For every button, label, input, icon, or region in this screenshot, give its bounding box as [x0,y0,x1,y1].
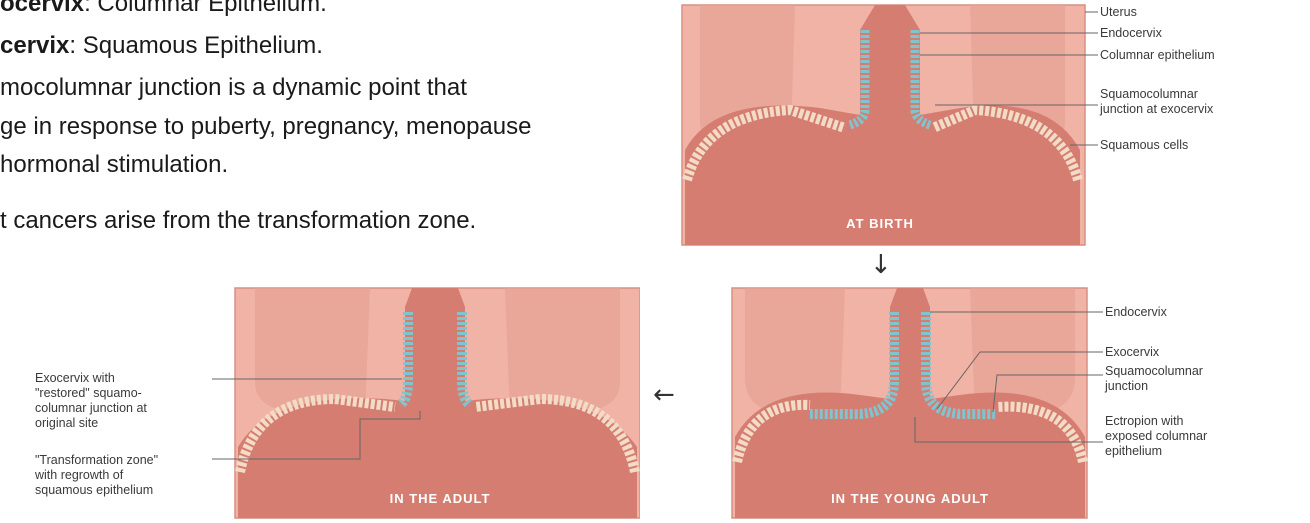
annotation-exposed-columnar: exposed columnar [1105,429,1207,443]
annotation-ectropion: Ectropion with [1105,414,1184,428]
panel-young-adult: Endocervix IN THE YOUNG ADULT Endocervix… [675,287,1310,523]
text-line-4: ge in response to puberty, pregnancy, me… [0,113,531,141]
panel-at-birth: AT BIRTH Uterus Endocervix Columnar epit… [675,0,1310,250]
annotation-exocervix: Exocervix [1105,345,1160,359]
panel-adult: IN THE ADULT Exocervix with "restored" s… [30,287,640,523]
arrow-down-icon: ↓ [870,250,892,280]
annotation-junction: junction [1104,379,1148,393]
annotation-squamocolumnar: Squamocolumnar [1100,87,1198,101]
panel-label-young-adult: IN THE YOUNG ADULT [831,491,989,506]
annotation-epithelium: epithelium [1105,444,1162,458]
annotation-exocervix-with: Exocervix with [35,371,115,385]
text-line-3: mocolumnar junction is a dynamic point t… [0,74,467,102]
annotation-endocervix: Endocervix [1100,26,1163,40]
arrow-left-icon: ← [653,380,675,410]
annotation-regrowth-of: with regrowth of [34,468,124,482]
panel-label-at-birth: AT BIRTH [846,216,914,231]
annotation-columnar-epithelium: Columnar epithelium [1100,48,1215,62]
annotation-transformation-zone: "Transformation zone" [35,453,158,467]
text-line-2: cervix: Squamous Epithelium. [0,32,323,60]
annotation-squamous-epithelium: squamous epithelium [35,483,153,497]
panel-label-adult: IN THE ADULT [390,491,491,506]
annotation-columnar-junction-at: columnar junction at [35,401,147,415]
annotation-restored-squamo: "restored" squamo- [35,386,142,400]
annotation-original-site: original site [35,416,98,430]
annotation-uterus: Uterus [1100,5,1137,19]
annotation-endocervix: Endocervix [1105,305,1168,319]
text-line-6: t cancers arise from the transformation … [0,207,476,235]
annotation-junction-exocervix: junction at exocervix [1099,102,1214,116]
annotation-squamocolumnar: Squamocolumnar [1105,364,1203,378]
text-line-1: ocervix: Columnar Epithelium. [0,0,327,18]
annotation-squamous-cells: Squamous cells [1100,138,1188,152]
text-line-5: hormonal stimulation. [0,151,228,179]
